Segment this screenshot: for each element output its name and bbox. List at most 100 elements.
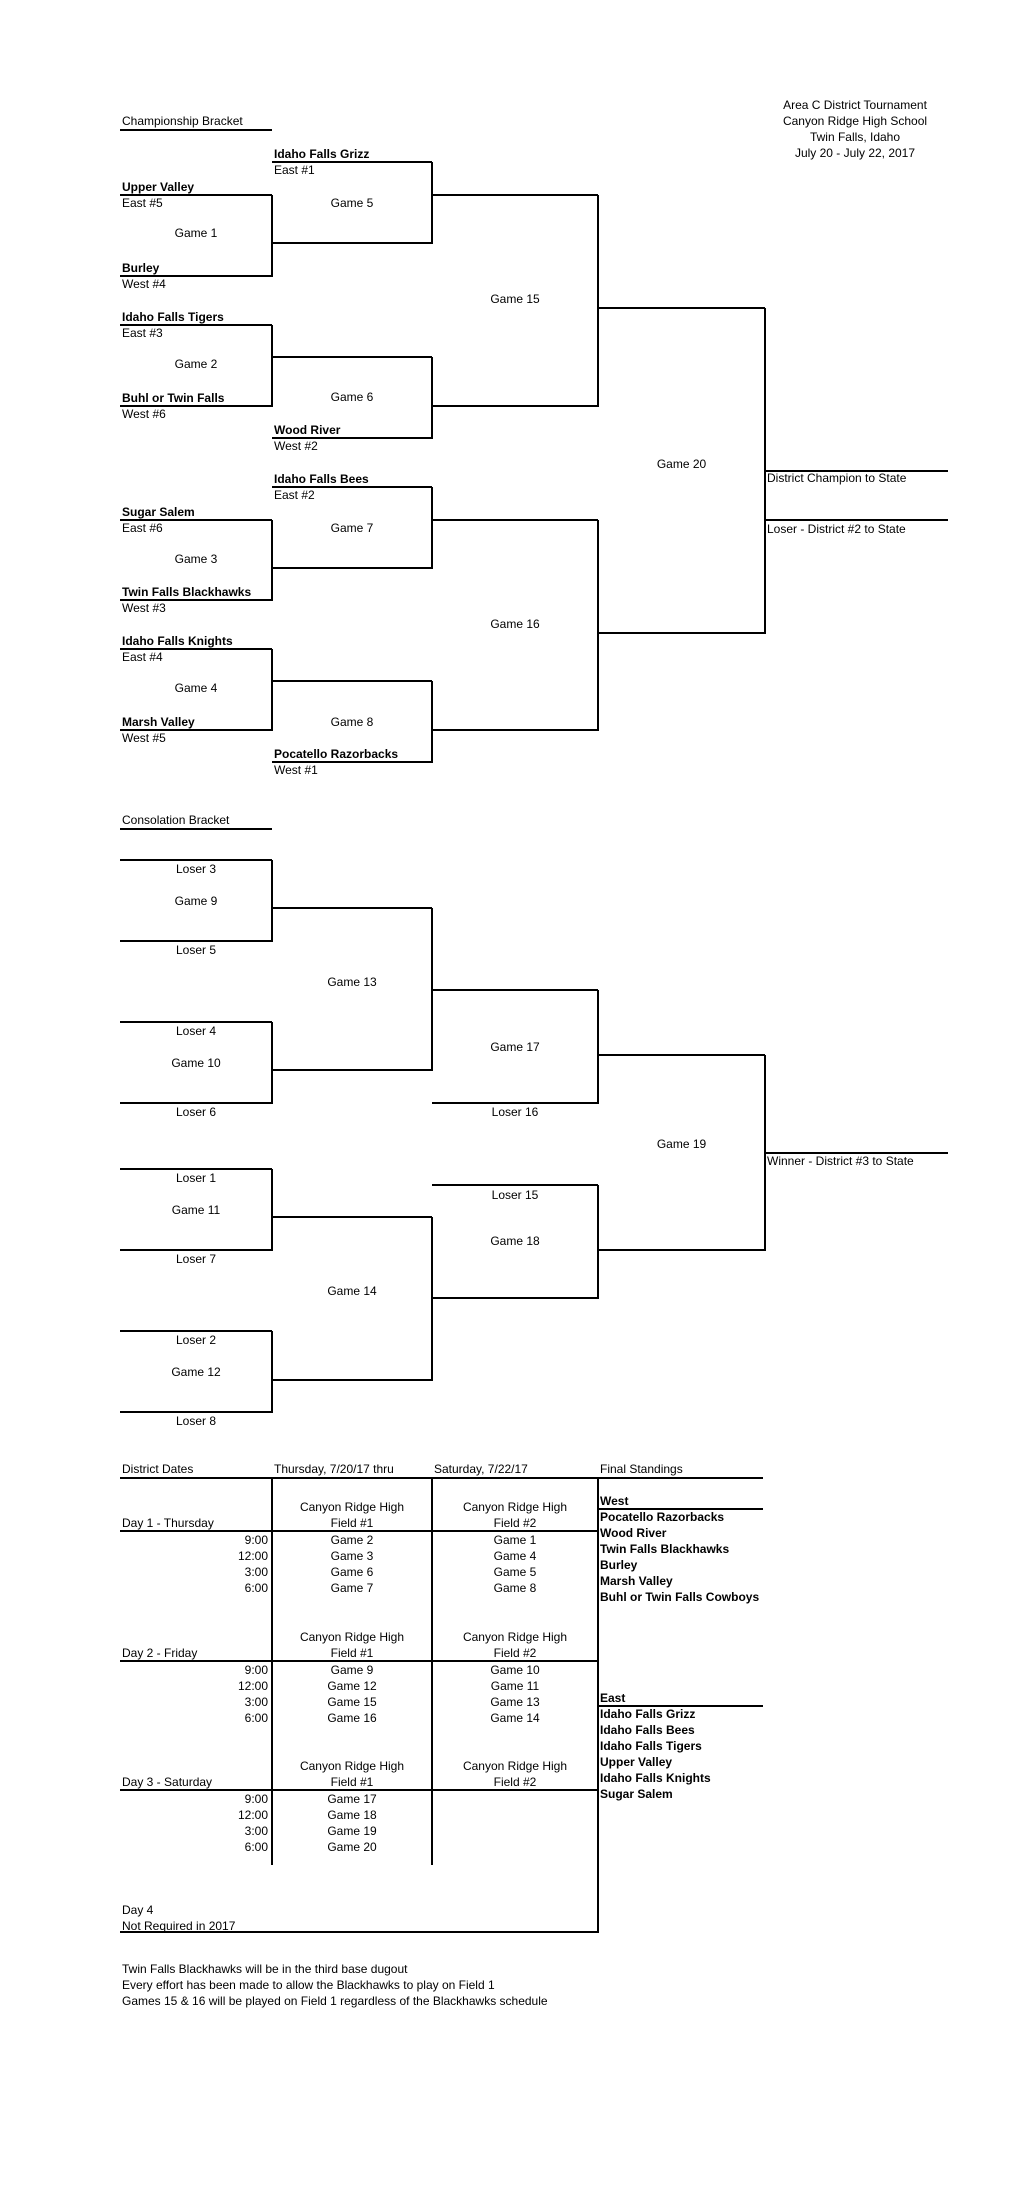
bracket-line — [272, 242, 432, 244]
bracket-line — [272, 567, 432, 569]
championship-title: Championship Bracket — [122, 114, 243, 128]
field-1-game: Game 16 — [327, 1711, 377, 1725]
loser-8-label: Loser 8 — [175, 1414, 217, 1428]
standings-west-team: Marsh Valley — [600, 1574, 673, 1588]
final-standings-title: Final Standings — [600, 1462, 683, 1476]
schedule-top-rule — [120, 1477, 763, 1479]
bracket-line — [272, 907, 432, 909]
bracket-line — [120, 1411, 272, 1413]
bracket-line — [765, 519, 948, 521]
bracket-line — [272, 1379, 432, 1381]
bracket-line — [271, 1022, 273, 1104]
team-buhl-or-twin-falls-name: Buhl or Twin Falls — [122, 391, 225, 405]
bracket-line — [271, 325, 273, 407]
bracket-line — [272, 437, 432, 439]
schedule-time: 3:00 — [244, 1565, 268, 1579]
bracket-line — [120, 519, 272, 521]
team-upper-valley-seed: East #5 — [122, 196, 163, 210]
standings-east-label: East — [600, 1691, 626, 1705]
schedule-time: 6:00 — [244, 1581, 268, 1595]
schedule-time: 12:00 — [237, 1808, 268, 1822]
field-1-game: Game 2 — [330, 1533, 374, 1547]
game-8-label: Game 8 — [330, 715, 374, 729]
field-2-game: Game 1 — [493, 1533, 537, 1547]
bracket-line — [120, 859, 272, 861]
team-marsh-valley-seed: West #5 — [122, 731, 166, 745]
standings-west-rule — [598, 1508, 763, 1510]
field-1-game: Game 3 — [330, 1549, 374, 1563]
bracket-line — [120, 1330, 272, 1332]
schedule-day-rule — [120, 1530, 598, 1532]
field-1-venue: Canyon Ridge High — [299, 1630, 405, 1644]
bracket-line — [597, 195, 599, 407]
schedule-day-2-label: Day 2 - Friday — [122, 1646, 198, 1660]
field-2-game: Game 4 — [493, 1549, 537, 1563]
game-12-label: Game 12 — [171, 1364, 221, 1379]
game-4-label: Game 4 — [174, 681, 218, 695]
header-line-4: July 20 - July 22, 2017 — [794, 146, 916, 160]
schedule-time: 12:00 — [237, 1679, 268, 1693]
game-20-label: Game 20 — [656, 457, 707, 471]
game-10-label: Game 10 — [171, 1055, 221, 1070]
bracket-line — [272, 486, 432, 488]
bracket-line — [432, 1102, 598, 1104]
header-line-2: Canyon Ridge High School — [782, 114, 928, 128]
schedule-time: 9:00 — [244, 1663, 268, 1677]
bracket-line — [431, 681, 433, 763]
game-1-label: Game 1 — [174, 226, 218, 240]
schedule-time: 6:00 — [244, 1840, 268, 1854]
team-marsh-valley-name: Marsh Valley — [122, 715, 195, 729]
bracket-line — [271, 1169, 273, 1251]
bracket-line — [432, 519, 598, 521]
schedule-time: 12:00 — [237, 1549, 268, 1563]
schedule-column-divider — [271, 1478, 273, 1865]
schedule-column-divider — [431, 1478, 433, 1865]
bracket-line — [598, 1249, 765, 1251]
field-1-game: Game 15 — [327, 1695, 377, 1709]
bracket-line — [120, 1249, 272, 1251]
game-19-label: Game 19 — [656, 1137, 707, 1151]
schedule-time: 6:00 — [244, 1711, 268, 1725]
bracket-line — [432, 1297, 598, 1299]
field-2-label: Field #2 — [493, 1646, 537, 1660]
standings-west-team: Pocatello Razorbacks — [600, 1510, 725, 1524]
bracket-line — [271, 860, 273, 942]
schedule-day-1-label: Day 1 - Thursday — [122, 1516, 214, 1530]
team-idaho-falls-tigers-seed: East #3 — [122, 326, 163, 340]
game-17-label: Game 17 — [490, 1040, 540, 1054]
game-5-label: Game 5 — [330, 196, 374, 210]
bracket-line — [272, 761, 432, 763]
bracket-line — [598, 632, 765, 634]
schedule-end-date: Saturday, 7/22/17 — [434, 1462, 528, 1476]
game-14-label: Game 14 — [327, 1284, 377, 1298]
bracket-line — [432, 1184, 598, 1186]
team-pocatello-razorbacks-seed: West #1 — [274, 763, 318, 777]
footnote-3: Games 15 & 16 will be played on Field 1 … — [122, 1994, 548, 2008]
schedule-time: 9:00 — [244, 1792, 268, 1806]
bracket-line — [765, 1152, 948, 1154]
loser-16-label: Loser 16 — [491, 1105, 539, 1119]
bracket-line — [120, 1021, 272, 1023]
field-2-venue: Canyon Ridge High — [462, 1759, 568, 1773]
bracket-line — [597, 520, 599, 731]
bracket-line — [431, 487, 433, 569]
game-18-label: Game 18 — [490, 1234, 540, 1248]
field-2-venue: Canyon Ridge High — [462, 1500, 568, 1514]
field-2-game: Game 13 — [490, 1695, 540, 1709]
district-runner-up-label: Loser - District #2 to State — [767, 522, 906, 536]
standings-west-team: Buhl or Twin Falls Cowboys — [600, 1590, 760, 1604]
team-twin-falls-blackhawks-name: Twin Falls Blackhawks — [122, 585, 252, 599]
field-2-label: Field #2 — [493, 1516, 537, 1530]
loser-4-label: Loser 4 — [175, 1024, 217, 1038]
game-2-label: Game 2 — [174, 357, 218, 371]
standings-west-label: West — [600, 1494, 629, 1508]
game-3-label: Game 3 — [174, 552, 218, 566]
footnote-1: Twin Falls Blackhawks will be in the thi… — [122, 1962, 408, 1976]
schedule-day-3-label: Day 3 - Saturday — [122, 1775, 213, 1789]
field-1-game: Game 17 — [327, 1792, 377, 1806]
team-buhl-or-twin-falls-seed: West #6 — [122, 407, 166, 421]
bracket-line — [120, 405, 272, 407]
bracket-line — [271, 195, 273, 277]
bracket-line — [431, 1217, 433, 1381]
bracket-line — [120, 729, 272, 731]
